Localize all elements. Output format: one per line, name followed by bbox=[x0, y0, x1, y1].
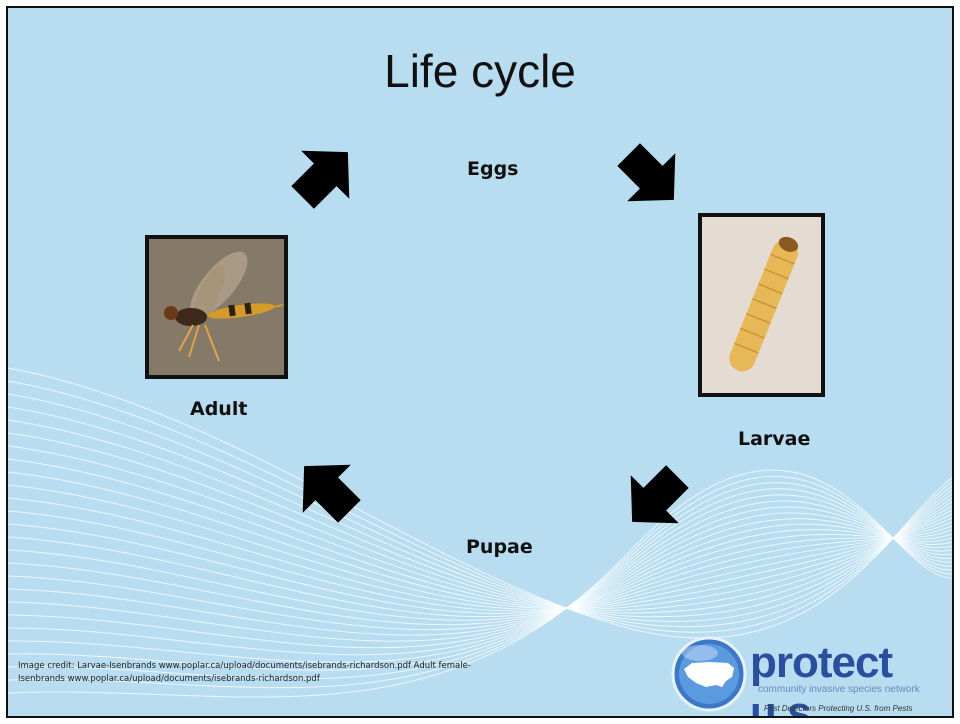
stage-label-eggs: Eggs bbox=[467, 158, 519, 180]
logo-subtitle: community invasive species network bbox=[758, 684, 920, 695]
stage-label-pupae: Pupae bbox=[466, 536, 533, 558]
larvae-photo bbox=[698, 213, 825, 397]
larva-icon bbox=[702, 217, 821, 393]
image-credit-line-1: Image credit: Larvae-Isenbrands www.popl… bbox=[18, 660, 538, 673]
wasp-icon bbox=[149, 239, 284, 375]
stage-label-larvae: Larvae bbox=[738, 428, 810, 450]
wave-line bbox=[8, 381, 952, 632]
arrow-larvae-to-pupae-icon bbox=[614, 450, 704, 540]
image-credit: Image credit: Larvae-Isenbrands www.popl… bbox=[18, 660, 538, 686]
slide-title: Life cycle bbox=[8, 44, 952, 98]
us-globe-icon bbox=[670, 635, 748, 713]
arrow-eggs-to-larvae-icon bbox=[602, 128, 692, 218]
stage-label-adult: Adult bbox=[190, 398, 247, 420]
arrow-adult-to-eggs-icon bbox=[276, 134, 366, 224]
adult-wasp-photo bbox=[145, 235, 288, 379]
wave-line bbox=[8, 459, 952, 609]
wave-line bbox=[8, 446, 952, 610]
wave-line bbox=[8, 433, 952, 613]
arrow-pupae-to-adult-icon bbox=[286, 448, 376, 538]
slide: Life cycle Eggs Larvae Pupae Adult bbox=[6, 6, 954, 718]
image-credit-line-2: Isenbrands www.poplar.ca/upload/document… bbox=[18, 673, 538, 686]
logo-tagline: First Detectors Protecting U.S. from Pes… bbox=[764, 704, 912, 713]
